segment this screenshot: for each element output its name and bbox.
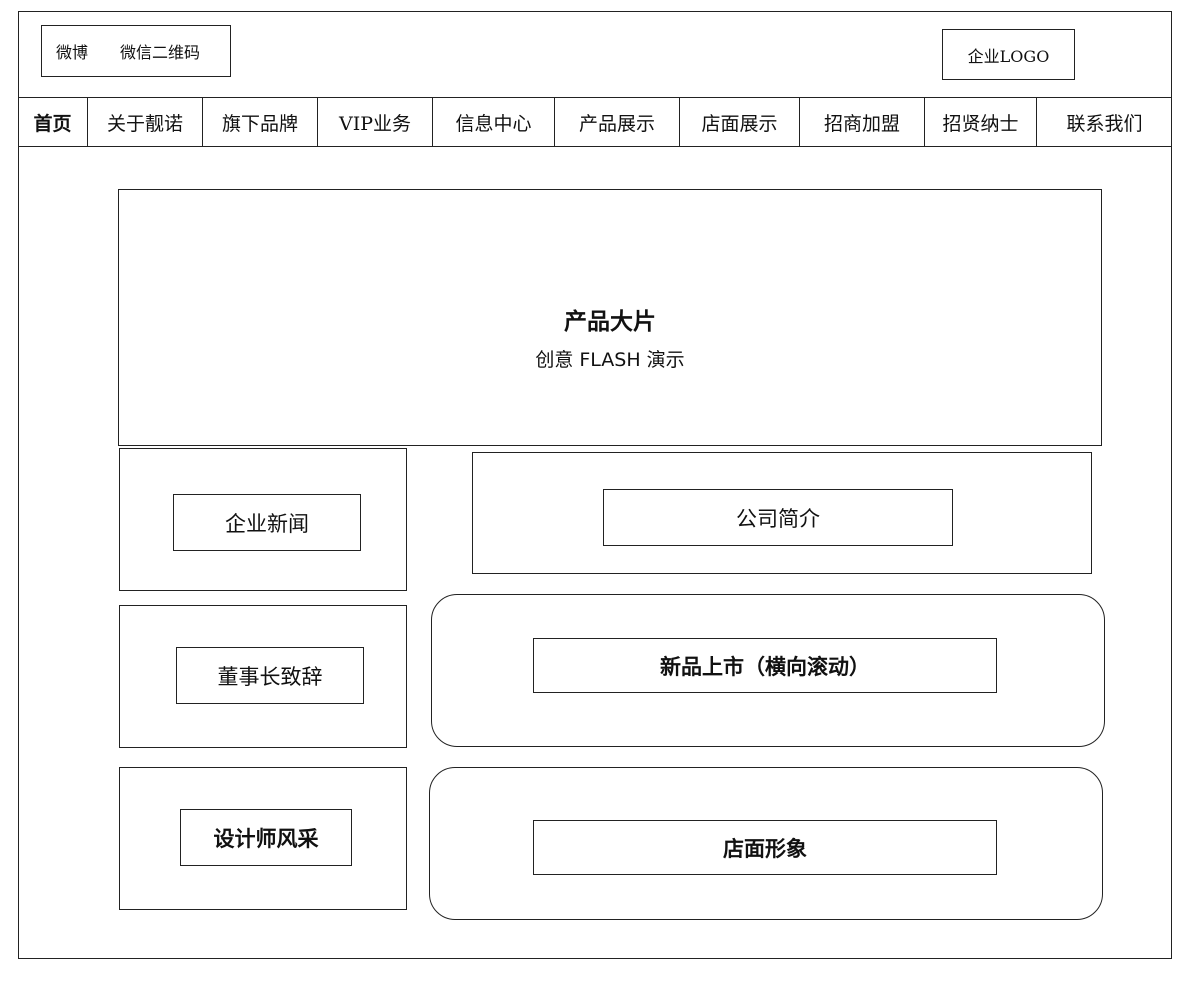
company-logo: 企业LOGO <box>942 29 1075 80</box>
chairman-module: 董事长致辞 <box>119 605 407 748</box>
nav-item-products[interactable]: 产品展示 <box>555 98 680 146</box>
nav-item-stores[interactable]: 店面展示 <box>680 98 800 146</box>
nav-item-careers[interactable]: 招贤纳士 <box>925 98 1037 146</box>
main-nav: 首页 关于靓诺 旗下品牌 VIP业务 信息中心 产品展示 店面展示 招商加盟 招… <box>18 97 1172 147</box>
nav-item-brands[interactable]: 旗下品牌 <box>203 98 318 146</box>
store-image-module: 店面形象 <box>429 767 1103 920</box>
store-image-label[interactable]: 店面形象 <box>533 820 997 875</box>
chairman-label[interactable]: 董事长致辞 <box>176 647 364 704</box>
social-links-box: 微博 微信二维码 <box>41 25 231 77</box>
weibo-link[interactable]: 微博 <box>56 43 89 62</box>
nav-item-contact[interactable]: 联系我们 <box>1066 112 1143 135</box>
hero-title: 产品大片 <box>564 308 656 335</box>
profile-module: 公司简介 <box>472 452 1092 574</box>
nav-item-info-center[interactable]: 信息中心 <box>433 98 555 146</box>
hero-subtitle: 创意 FLASH 演示 <box>535 349 685 371</box>
news-module: 企业新闻 <box>119 448 407 591</box>
nav-item-about[interactable]: 关于靓诺 <box>88 98 203 146</box>
wechat-qr-link[interactable]: 微信二维码 <box>120 43 201 62</box>
new-products-module: 新品上市（横向滚动） <box>431 594 1105 747</box>
designers-label[interactable]: 设计师风采 <box>180 809 352 866</box>
new-products-label[interactable]: 新品上市（横向滚动） <box>533 638 997 693</box>
nav-item-franchise[interactable]: 招商加盟 <box>800 98 925 146</box>
page-frame <box>18 11 1172 959</box>
hero-banner[interactable]: 产品大片 创意 FLASH 演示 <box>118 189 1102 446</box>
designers-module: 设计师风采 <box>119 767 407 910</box>
nav-item-home[interactable]: 首页 <box>18 98 88 146</box>
nav-item-vip[interactable]: VIP业务 <box>318 98 433 146</box>
news-label[interactable]: 企业新闻 <box>173 494 361 551</box>
profile-label[interactable]: 公司简介 <box>603 489 953 546</box>
